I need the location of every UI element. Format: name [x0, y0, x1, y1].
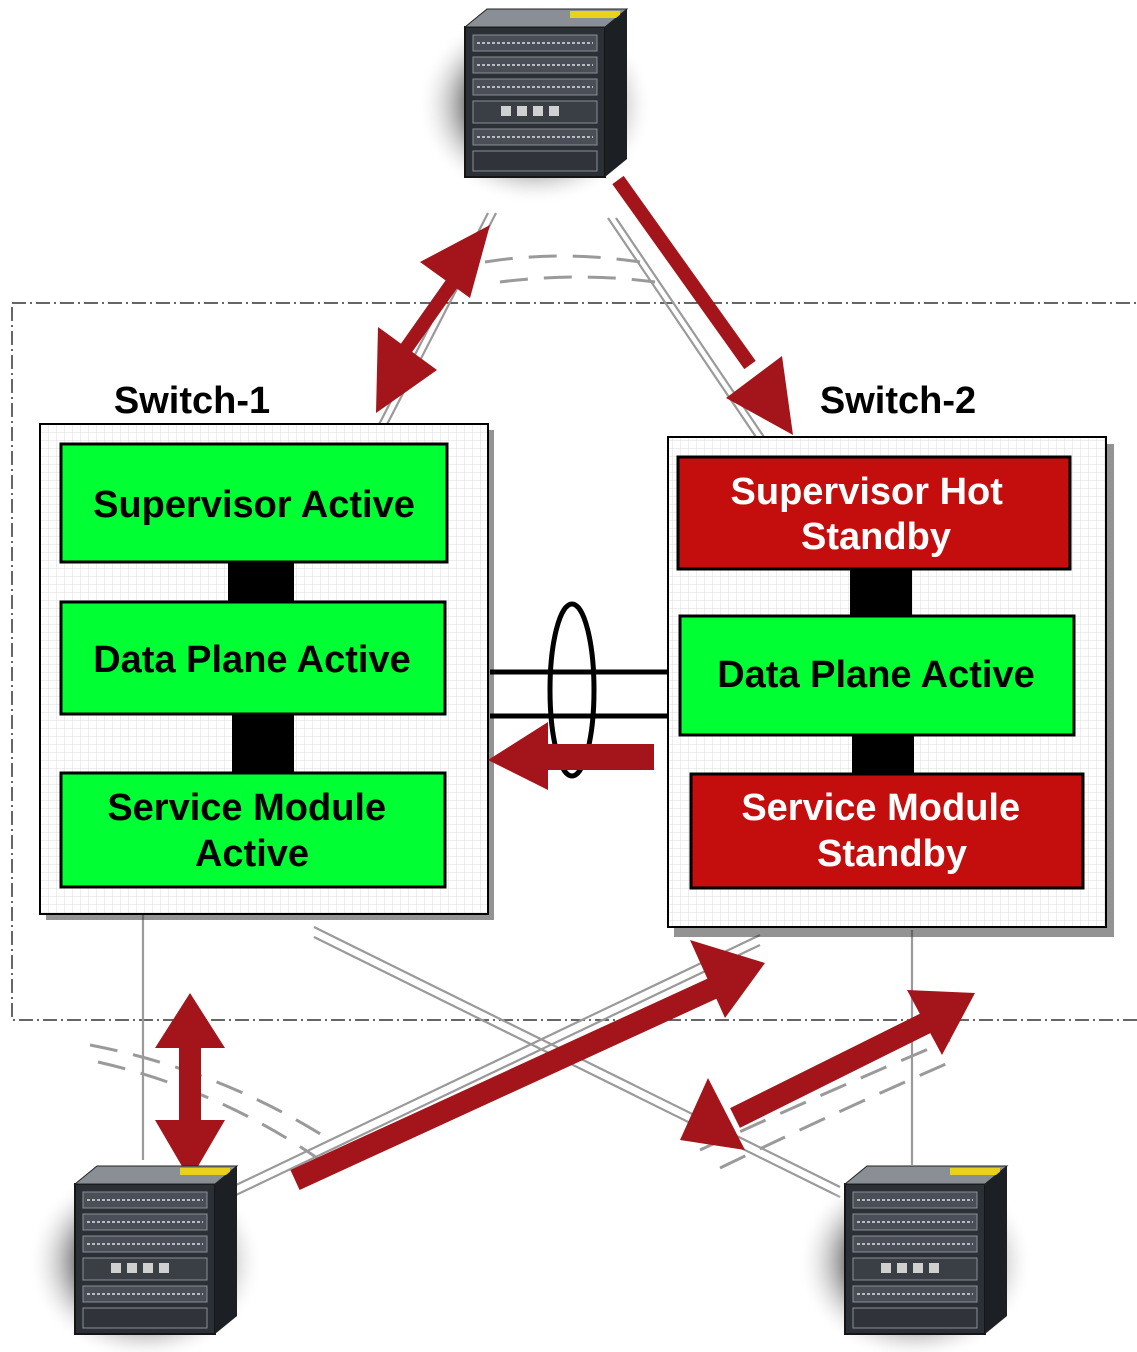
switch-1-title: Switch-1 — [114, 380, 270, 422]
arrow-switch2-to-switch1 — [488, 722, 654, 790]
switch-1-service-module-line-2: Active — [195, 833, 309, 875]
switch-2-data-plane-label: Data Plane Active — [717, 654, 1035, 696]
arrowhead-switch1-end — [376, 327, 437, 413]
arrow-bottom-right-to-switch2 — [730, 1012, 933, 1128]
switch-1-supervisor-label: Supervisor Active — [93, 484, 415, 526]
traffic-arrows — [155, 175, 975, 1190]
arrow-top-to-switch2 — [612, 175, 756, 370]
switch-1-service-module-label: Service Module Active — [107, 787, 396, 875]
switch-2-title: Switch-2 — [820, 380, 976, 422]
switch-2-data-plane-block — [678, 614, 1076, 737]
switch-1-connector-upper — [228, 560, 294, 606]
switch-1-data-plane-block — [59, 600, 447, 716]
switch-2-service-module-line-2: Standby — [817, 833, 967, 875]
arrowhead-bottom-left-down — [155, 1120, 225, 1180]
switch-2-service-module-label: Service Module Standby — [741, 787, 1030, 875]
virtual-links — [89, 254, 956, 1170]
switch-1-service-module-block — [59, 771, 447, 889]
arrowhead-bottom-right-end — [680, 1078, 745, 1150]
switch-1-data-plane-label: Data Plane Active — [93, 639, 411, 681]
switch-2-supervisor-block — [676, 455, 1072, 571]
arrow-bottom-left-to-switch2 — [290, 975, 725, 1190]
switch-2-connector-lower — [852, 735, 914, 775]
port-channel-ring — [547, 601, 597, 779]
switch-2-supervisor-label: Supervisor Hot Standby — [731, 471, 1014, 558]
switch-1-supervisor-block — [59, 442, 449, 564]
bottom-left-chassis-switch-icon — [26, 1161, 264, 1352]
switch-2-supervisor-line-1: Supervisor Hot — [731, 471, 1004, 513]
top-chassis-switch-icon — [416, 4, 654, 206]
switch-2-service-module-line-1: Service Module — [741, 787, 1020, 829]
virtual-switch-link — [490, 601, 668, 779]
arrowhead-switch2-target — [690, 940, 765, 1018]
switch-2: Switch-2 Supervisor Hot Standby Data Pla… — [667, 380, 1114, 937]
switch-2-service-module-block — [689, 772, 1085, 890]
arrowhead-top-end — [420, 225, 490, 298]
arrowhead-bottom-left-up — [155, 993, 225, 1048]
switch-1-service-module-line-1: Service Module — [107, 787, 386, 829]
arrowhead-switch2-end — [726, 356, 793, 435]
arrowhead-switch2-right-end — [907, 990, 975, 1055]
bottom-right-chassis-switch-icon — [796, 1161, 1034, 1352]
switch-2-connector-upper — [850, 570, 912, 616]
switch-2-supervisor-line-2: Standby — [801, 516, 951, 558]
switch-1-connector-lower — [232, 712, 294, 774]
switch-1: Switch-1 Supervisor Active Data Plane Ac… — [39, 380, 494, 920]
